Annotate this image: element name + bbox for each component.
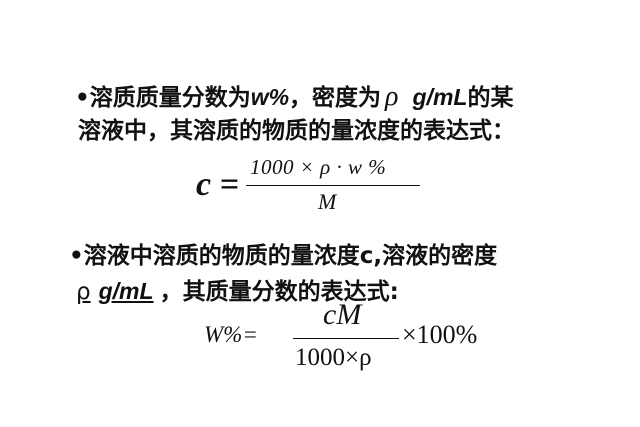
text-segment: 溶液中溶质的物质的量浓度c,溶液的密度 — [83, 243, 498, 269]
paragraph-1-line-2: 溶液中，其溶质的物质的量浓度的表达式： — [78, 120, 515, 143]
paragraph-2-line-1: •溶液中溶质的物质的量浓度c,溶液的密度 — [69, 245, 497, 268]
mass-fraction-symbol: w% — [250, 84, 290, 110]
formula-1-fraction-bar — [246, 185, 420, 186]
formula-2-fraction-bar — [293, 338, 399, 339]
formula-1-lhs: c = — [196, 166, 239, 203]
text-segment: 的某 — [467, 85, 514, 111]
text-segment: 溶液中，其溶质的物质的量浓度的表达式： — [78, 118, 515, 144]
density-symbol: ρ — [76, 279, 91, 305]
formula-2-tail: ×100% — [402, 320, 478, 349]
text-segment: 溶质质量分数为 — [89, 85, 251, 111]
formula-2-denominator: 1000×ρ — [295, 344, 372, 371]
formula-1-numerator: 1000 × ρ · w % — [250, 155, 387, 179]
text-segment: ，其质量分数的表达式: — [159, 279, 399, 305]
paragraph-2-line-2: ρ g/mL，其质量分数的表达式: — [76, 280, 399, 304]
bullet: • — [75, 85, 90, 111]
text-segment: ，密度为 — [289, 85, 382, 111]
formula-2-numerator: cM — [323, 298, 362, 331]
formula-1-denominator: M — [318, 189, 337, 214]
density-symbol: ρ — [385, 81, 399, 112]
density-unit: g/mL — [412, 84, 468, 110]
bullet: • — [69, 243, 84, 269]
density-unit: g/mL — [98, 278, 154, 304]
formula-2-lhs: W%= — [204, 322, 258, 347]
